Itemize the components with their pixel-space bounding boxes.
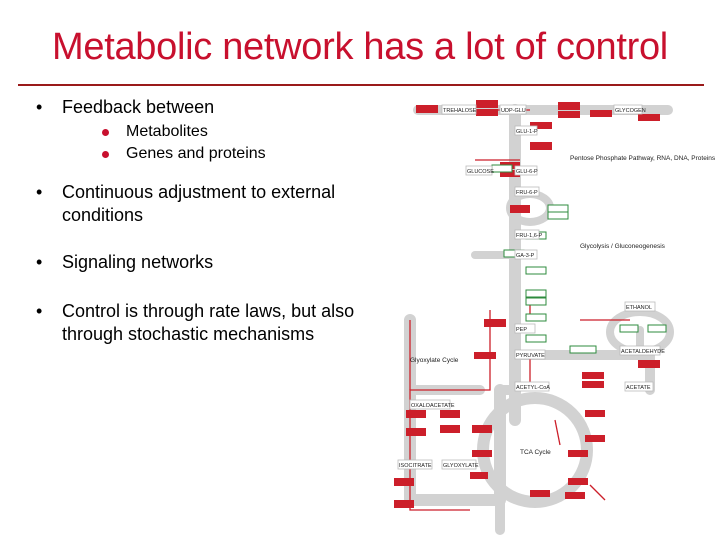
bullet-signaling: • Signaling networks [30,251,402,274]
metabolite-label: ACETALDEHYDE [621,349,665,355]
sub-bullet-text: Metabolites [126,123,208,140]
bullet-dot: • [36,252,43,272]
metabolite-label: UDP-GLU [501,108,526,114]
metabolite-label: GLU-6-P [516,169,538,175]
metabolite-label: PYRUVATE [516,353,545,359]
red-enzyme-boxes [394,100,660,508]
bullet-dot: • [36,182,43,202]
metabolite-label: PEP [516,327,527,333]
metabolite-label: ETHANOL [626,305,652,311]
metabolite-label: FRU-1,6-P [516,233,543,239]
metabolite-label: GLYOXYLATE [443,463,479,469]
metabolic-pathway-diagram: TREHALOSE UDP-GLU GLYCOGEN GLU-1-P GLUCO… [394,100,716,535]
pathway-label-tca: TCA Cycle [520,449,551,456]
metabolite-label: GA-3-P [516,253,535,259]
bullet-list: • Feedback between Metabolites Genes and… [30,96,402,346]
metabolite-nodes [397,104,661,470]
bullet-text: Feedback between [62,97,215,117]
metabolite-label: OXALOACETATE [411,403,455,409]
bullet-adjustment: • Continuous adjustment to external cond… [30,181,402,227]
bullet-text: Signaling networks [62,252,214,272]
pathway-label-glycolysis: Glycolysis / Gluconeogenesis [580,243,666,250]
metabolite-label: GLYCOGEN [615,108,646,114]
sub-bullet-metabolites: Metabolites [62,121,402,143]
sub-bullet-list: Metabolites Genes and proteins [62,121,402,165]
slide-title: Metabolic network has a lot of control [52,26,668,68]
bullet-control: • Control is through rate laws, but also… [30,300,402,346]
bullet-dot: • [36,97,43,117]
metabolite-label: TREHALOSE [443,108,477,114]
metabolite-labels: TREHALOSE UDP-GLU GLYCOGEN GLU-1-P GLUCO… [399,108,665,469]
metabolite-label: ISOCITRATE [399,463,432,469]
bullet-feedback: • Feedback between Metabolites Genes and… [30,96,402,165]
bullet-text: Continuous adjustment to external condit… [62,182,336,225]
sub-bullet-dot [102,151,109,158]
bullet-text: Control is through rate laws, but also t… [62,301,355,344]
metabolite-label: GLUCOSE [467,169,494,175]
metabolite-label: ACETYL-CoA [516,385,550,391]
sub-bullet-text: Genes and proteins [126,145,266,162]
sub-bullet-dot [102,129,109,136]
pathway-label-pentose-phosphate: Pentose Phosphate Pathway, RNA, DNA, Pro… [570,155,716,162]
title-underline [18,84,704,86]
bullet-dot: • [36,301,43,321]
metabolite-label: ACETATE [626,385,651,391]
metabolite-label: FRU-6-P [516,190,538,196]
pathway-label-glyoxylate: Glyoxylate Cycle [410,357,459,364]
sub-bullet-genes-proteins: Genes and proteins [62,143,402,165]
metabolite-label: GLU-1-P [516,129,538,135]
pathway-labels: Pentose Phosphate Pathway, RNA, DNA, Pro… [410,155,716,456]
